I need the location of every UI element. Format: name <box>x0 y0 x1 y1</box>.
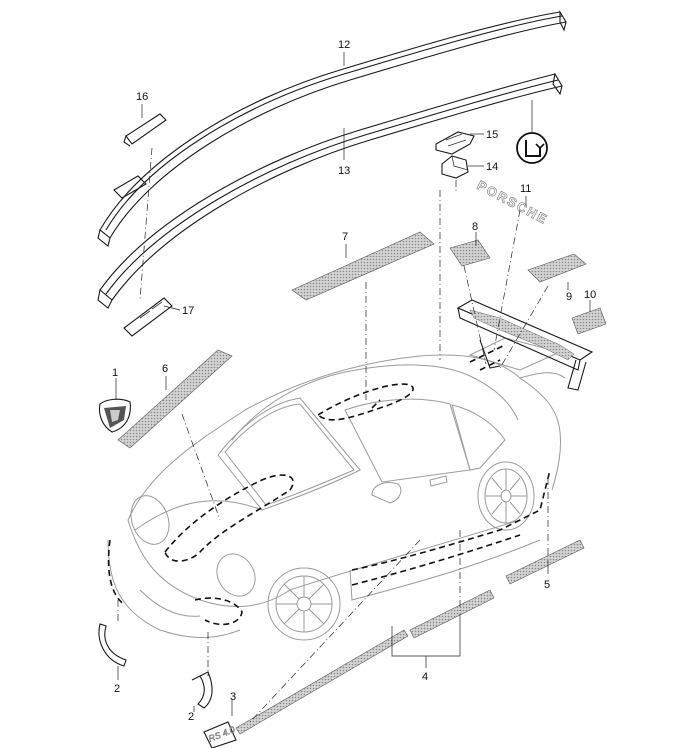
decal-9 <box>527 253 587 283</box>
part-2-trim-a <box>98 623 127 667</box>
hand-pointer-in-circle-icon <box>516 132 548 164</box>
part-12-roof-rail <box>97 10 567 247</box>
rear-wing <box>456 299 594 391</box>
callout-16: 16 <box>136 91 148 103</box>
callout-2a: 2 <box>114 683 120 695</box>
part-16-clip <box>123 113 167 147</box>
decal-6 <box>117 349 233 449</box>
callout-2b: 2 <box>188 711 194 723</box>
car-outline <box>107 337 566 641</box>
decal-4a <box>409 589 495 639</box>
callout-6: 6 <box>162 363 168 375</box>
callout-12: 12 <box>338 39 350 51</box>
part-2-trim-b <box>191 671 213 709</box>
decal-7 <box>291 231 435 301</box>
part-13-lower-rail <box>97 72 563 309</box>
callout-10: 10 <box>584 289 596 301</box>
decal-11-wordmark: PORSCHE <box>474 177 551 228</box>
callout-1: 1 <box>112 367 118 379</box>
callout-11: 11 <box>520 183 531 195</box>
decal-5 <box>505 539 585 585</box>
callout-14: 14 <box>486 161 498 173</box>
stripe-outlines <box>107 344 551 626</box>
callout-3: 3 <box>230 691 236 703</box>
callout-4: 4 <box>422 671 428 683</box>
part-3-model-badge: RS 4.0 <box>203 721 237 748</box>
wordmark-text: PORSCHE <box>475 177 551 227</box>
part-14-block <box>441 155 469 179</box>
callout-labels: 12 13 16 17 15 14 7 8 11 9 10 6 1 5 4 2 … <box>112 39 596 723</box>
callout-5: 5 <box>544 579 550 591</box>
callout-15: 15 <box>486 129 498 141</box>
decal-4b <box>235 629 409 735</box>
callout-9: 9 <box>566 291 572 303</box>
decal-10 <box>571 307 607 335</box>
part-17-bracket <box>123 297 173 337</box>
decal-8 <box>449 239 491 267</box>
part-15-clip <box>435 131 475 155</box>
callout-8: 8 <box>472 221 478 233</box>
callout-13: 13 <box>338 165 350 177</box>
callout-7: 7 <box>342 231 348 243</box>
part-1-crest-badge <box>98 398 131 433</box>
leader-lines <box>115 52 591 723</box>
callout-17: 17 <box>182 305 194 317</box>
